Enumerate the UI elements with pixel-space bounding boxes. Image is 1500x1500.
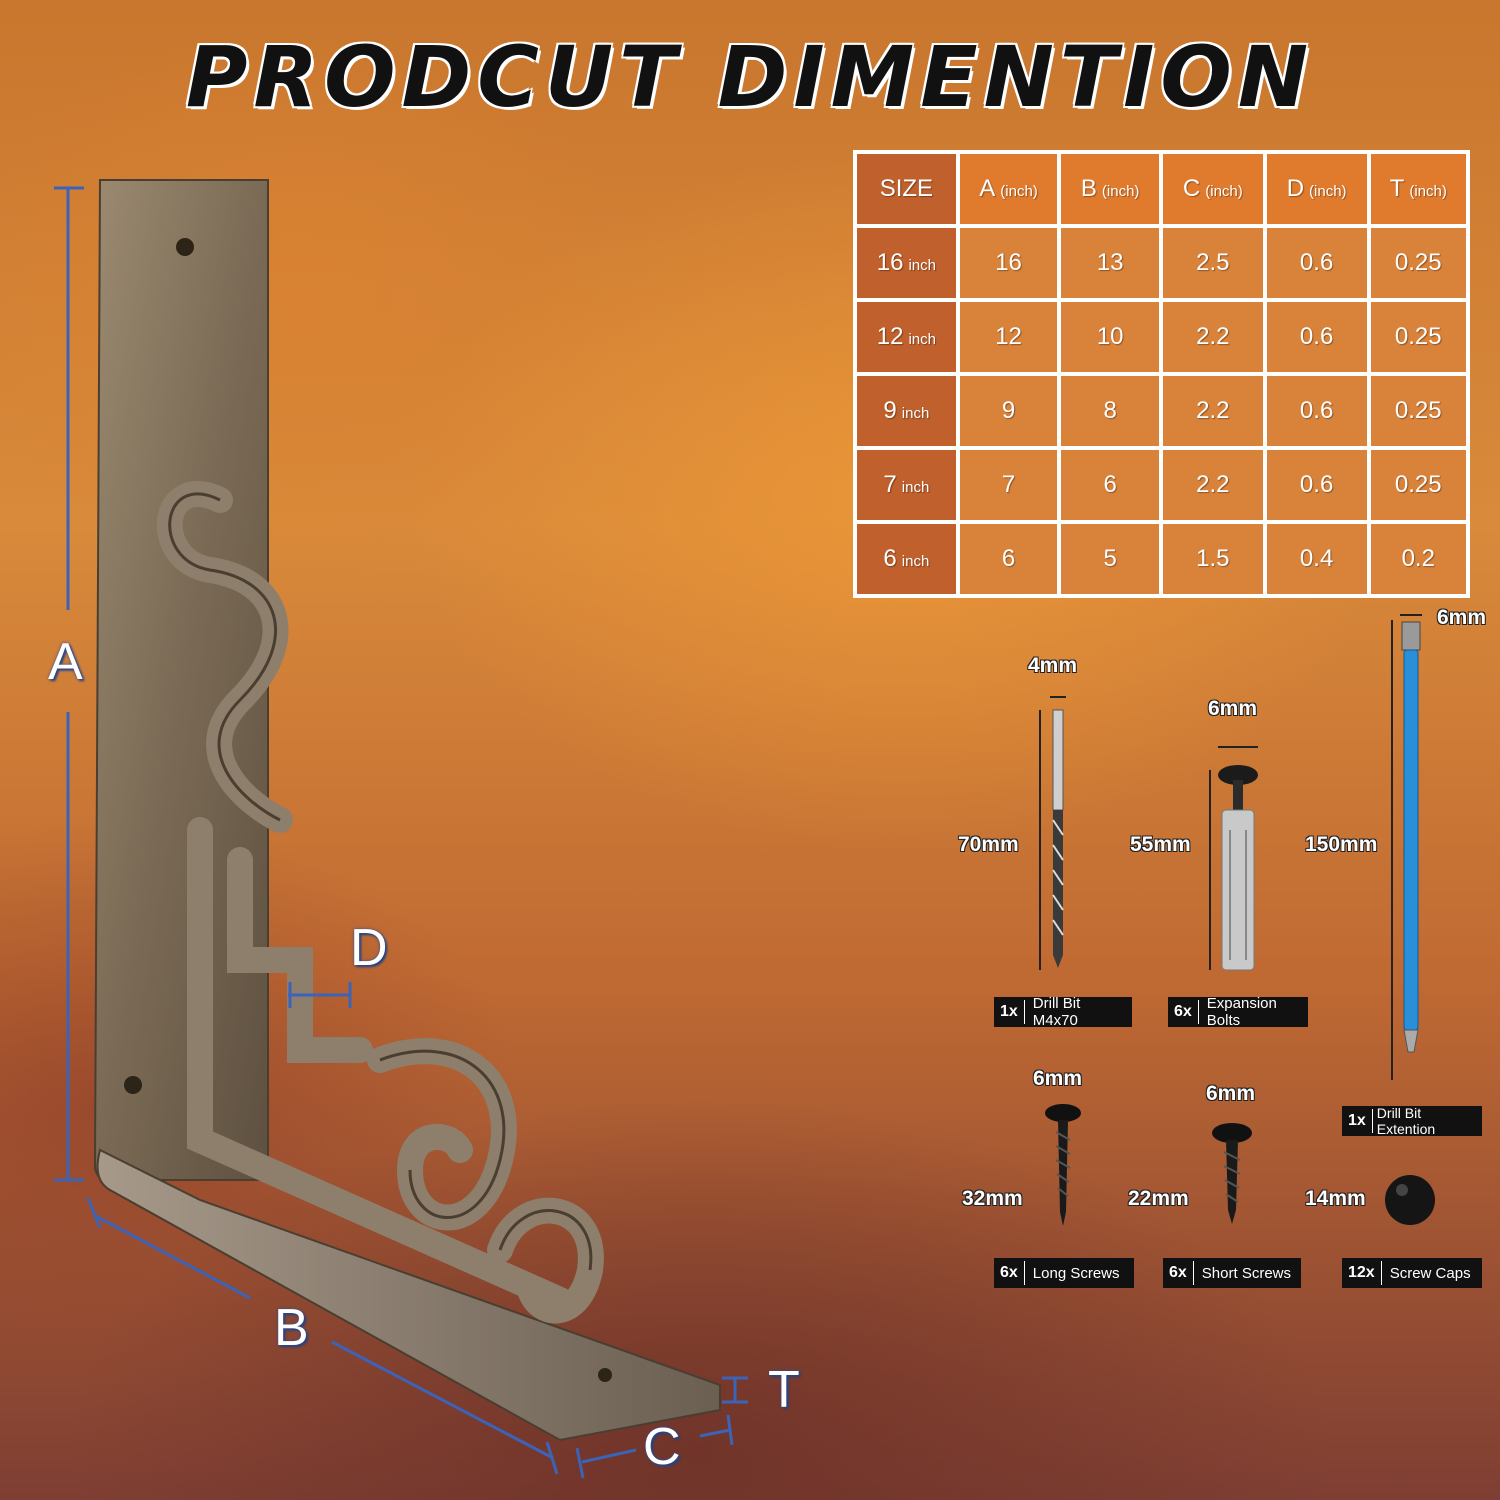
- long-screw-width-label: 6mm: [1033, 1067, 1083, 1090]
- table-cell: 12: [959, 302, 1058, 372]
- screw-cap-icon: [1385, 1175, 1435, 1225]
- table-cell: 1.5: [1162, 524, 1263, 594]
- expansion-bolt-length-label: 55mm: [1130, 833, 1191, 856]
- extension-length-label: 150mm: [1305, 833, 1378, 856]
- table-cell: 0.6: [1266, 376, 1367, 446]
- short-screw-width-label: 6mm: [1206, 1082, 1256, 1105]
- screw-caps-tag: 12x Screw Caps: [1342, 1258, 1482, 1288]
- table-cell: 0.25: [1370, 450, 1466, 520]
- table-cell: 16: [959, 228, 1058, 298]
- table-cell: 10: [1061, 302, 1159, 372]
- expansion-bolts-tag: 6x Expansion Bolts: [1168, 995, 1308, 1029]
- table-cell: 0.25: [1370, 376, 1466, 446]
- table-cell: 0.25: [1370, 302, 1466, 372]
- short-screw-length-label: 22mm: [1128, 1187, 1189, 1210]
- short-screws-qty: 6x: [1163, 1261, 1194, 1285]
- table-cell: 0.2: [1370, 524, 1466, 594]
- shelf-bracket-illustration: [54, 179, 748, 1479]
- expansion-bolts-qty: 6x: [1168, 1000, 1199, 1024]
- dimension-label-c: C: [643, 1418, 681, 1476]
- bottom-plate: [96, 1148, 721, 1442]
- dimension-label-b: B: [274, 1299, 309, 1357]
- long-screw-icon: [1045, 1104, 1081, 1226]
- drill-bit-qty: 1x: [994, 1000, 1025, 1024]
- mount-hole-top: [176, 238, 194, 256]
- header-a: A(inch): [959, 154, 1058, 224]
- dimension-label-t: T: [768, 1361, 800, 1419]
- drill-bit-width-label: 4mm: [1028, 654, 1078, 677]
- table-cell: 7: [959, 450, 1058, 520]
- dimension-table: SIZE A(inch) B(inch) C(inch) D(inch) T(i…: [853, 150, 1470, 598]
- table-cell: 2.2: [1162, 302, 1263, 372]
- table-cell: 2.2: [1162, 450, 1263, 520]
- table-cell: 6: [959, 524, 1058, 594]
- drill-bit-icon: [1039, 696, 1066, 970]
- extension-bit-icon: [1391, 614, 1422, 1080]
- table-cell: 9: [959, 376, 1058, 446]
- table-cell: 0.6: [1266, 302, 1367, 372]
- short-screw-icon: [1212, 1123, 1252, 1224]
- table-cell: 0.6: [1266, 450, 1367, 520]
- short-screws-name: Short Screws: [1201, 1264, 1291, 1282]
- expansion-bolts-name: Expansion Bolts: [1206, 995, 1277, 1029]
- table-cell: 8: [1061, 376, 1159, 446]
- table-cell: 0.25: [1370, 228, 1466, 298]
- extension-qty: 1x: [1342, 1109, 1373, 1133]
- header-d: D(inch): [1266, 154, 1367, 224]
- header-b: B(inch): [1061, 154, 1159, 224]
- table-cell: 0.6: [1266, 228, 1367, 298]
- table-cell: 6: [1061, 450, 1159, 520]
- screw-caps-name: Screw Caps: [1389, 1264, 1471, 1282]
- extension-name: Drill Bit Extention: [1376, 1105, 1436, 1137]
- screw-caps-qty: 12x: [1342, 1261, 1382, 1285]
- extension-tag: 1x Drill Bit Extention: [1342, 1105, 1482, 1137]
- drill-bit-length-label: 70mm: [958, 833, 1019, 856]
- dimension-label-a: A: [48, 633, 83, 691]
- short-screws-tag: 6x Short Screws: [1163, 1258, 1301, 1288]
- long-screw-length-label: 32mm: [962, 1187, 1023, 1210]
- table-cell: 5: [1061, 524, 1159, 594]
- dimension-label-d: D: [350, 919, 388, 977]
- page-title: PRODCUT DIMENTION: [185, 28, 1315, 126]
- dimension-lines: [54, 186, 748, 1479]
- header-size: SIZE: [857, 154, 956, 224]
- mount-hole-side: [124, 1076, 142, 1094]
- expansion-bolt-icon: [1209, 746, 1258, 971]
- table-cell: 2.5: [1162, 228, 1263, 298]
- table-header-row: SIZE A(inch) B(inch) C(inch) D(inch) T(i…: [857, 154, 1466, 224]
- header-c: C(inch): [1162, 154, 1263, 224]
- table-cell: 2.2: [1162, 376, 1263, 446]
- expansion-bolt-width-label: 6mm: [1208, 697, 1258, 720]
- table-cell: 0.4: [1266, 524, 1367, 594]
- extension-width-label: 6mm: [1437, 606, 1487, 629]
- mount-hole-bottom: [598, 1368, 612, 1382]
- screw-cap-size-label: 14mm: [1305, 1187, 1366, 1210]
- table-cell: 13: [1061, 228, 1159, 298]
- drill-bit-tag: 1x Drill Bit M4x70: [994, 995, 1132, 1029]
- long-screws-name: Long Screws: [1032, 1264, 1120, 1282]
- long-screws-qty: 6x: [994, 1261, 1025, 1285]
- long-screws-tag: 6x Long Screws: [994, 1258, 1134, 1288]
- scroll-outline: [168, 492, 593, 1271]
- header-t: T(inch): [1370, 154, 1466, 224]
- drill-bit-name: Drill Bit M4x70: [1032, 995, 1081, 1029]
